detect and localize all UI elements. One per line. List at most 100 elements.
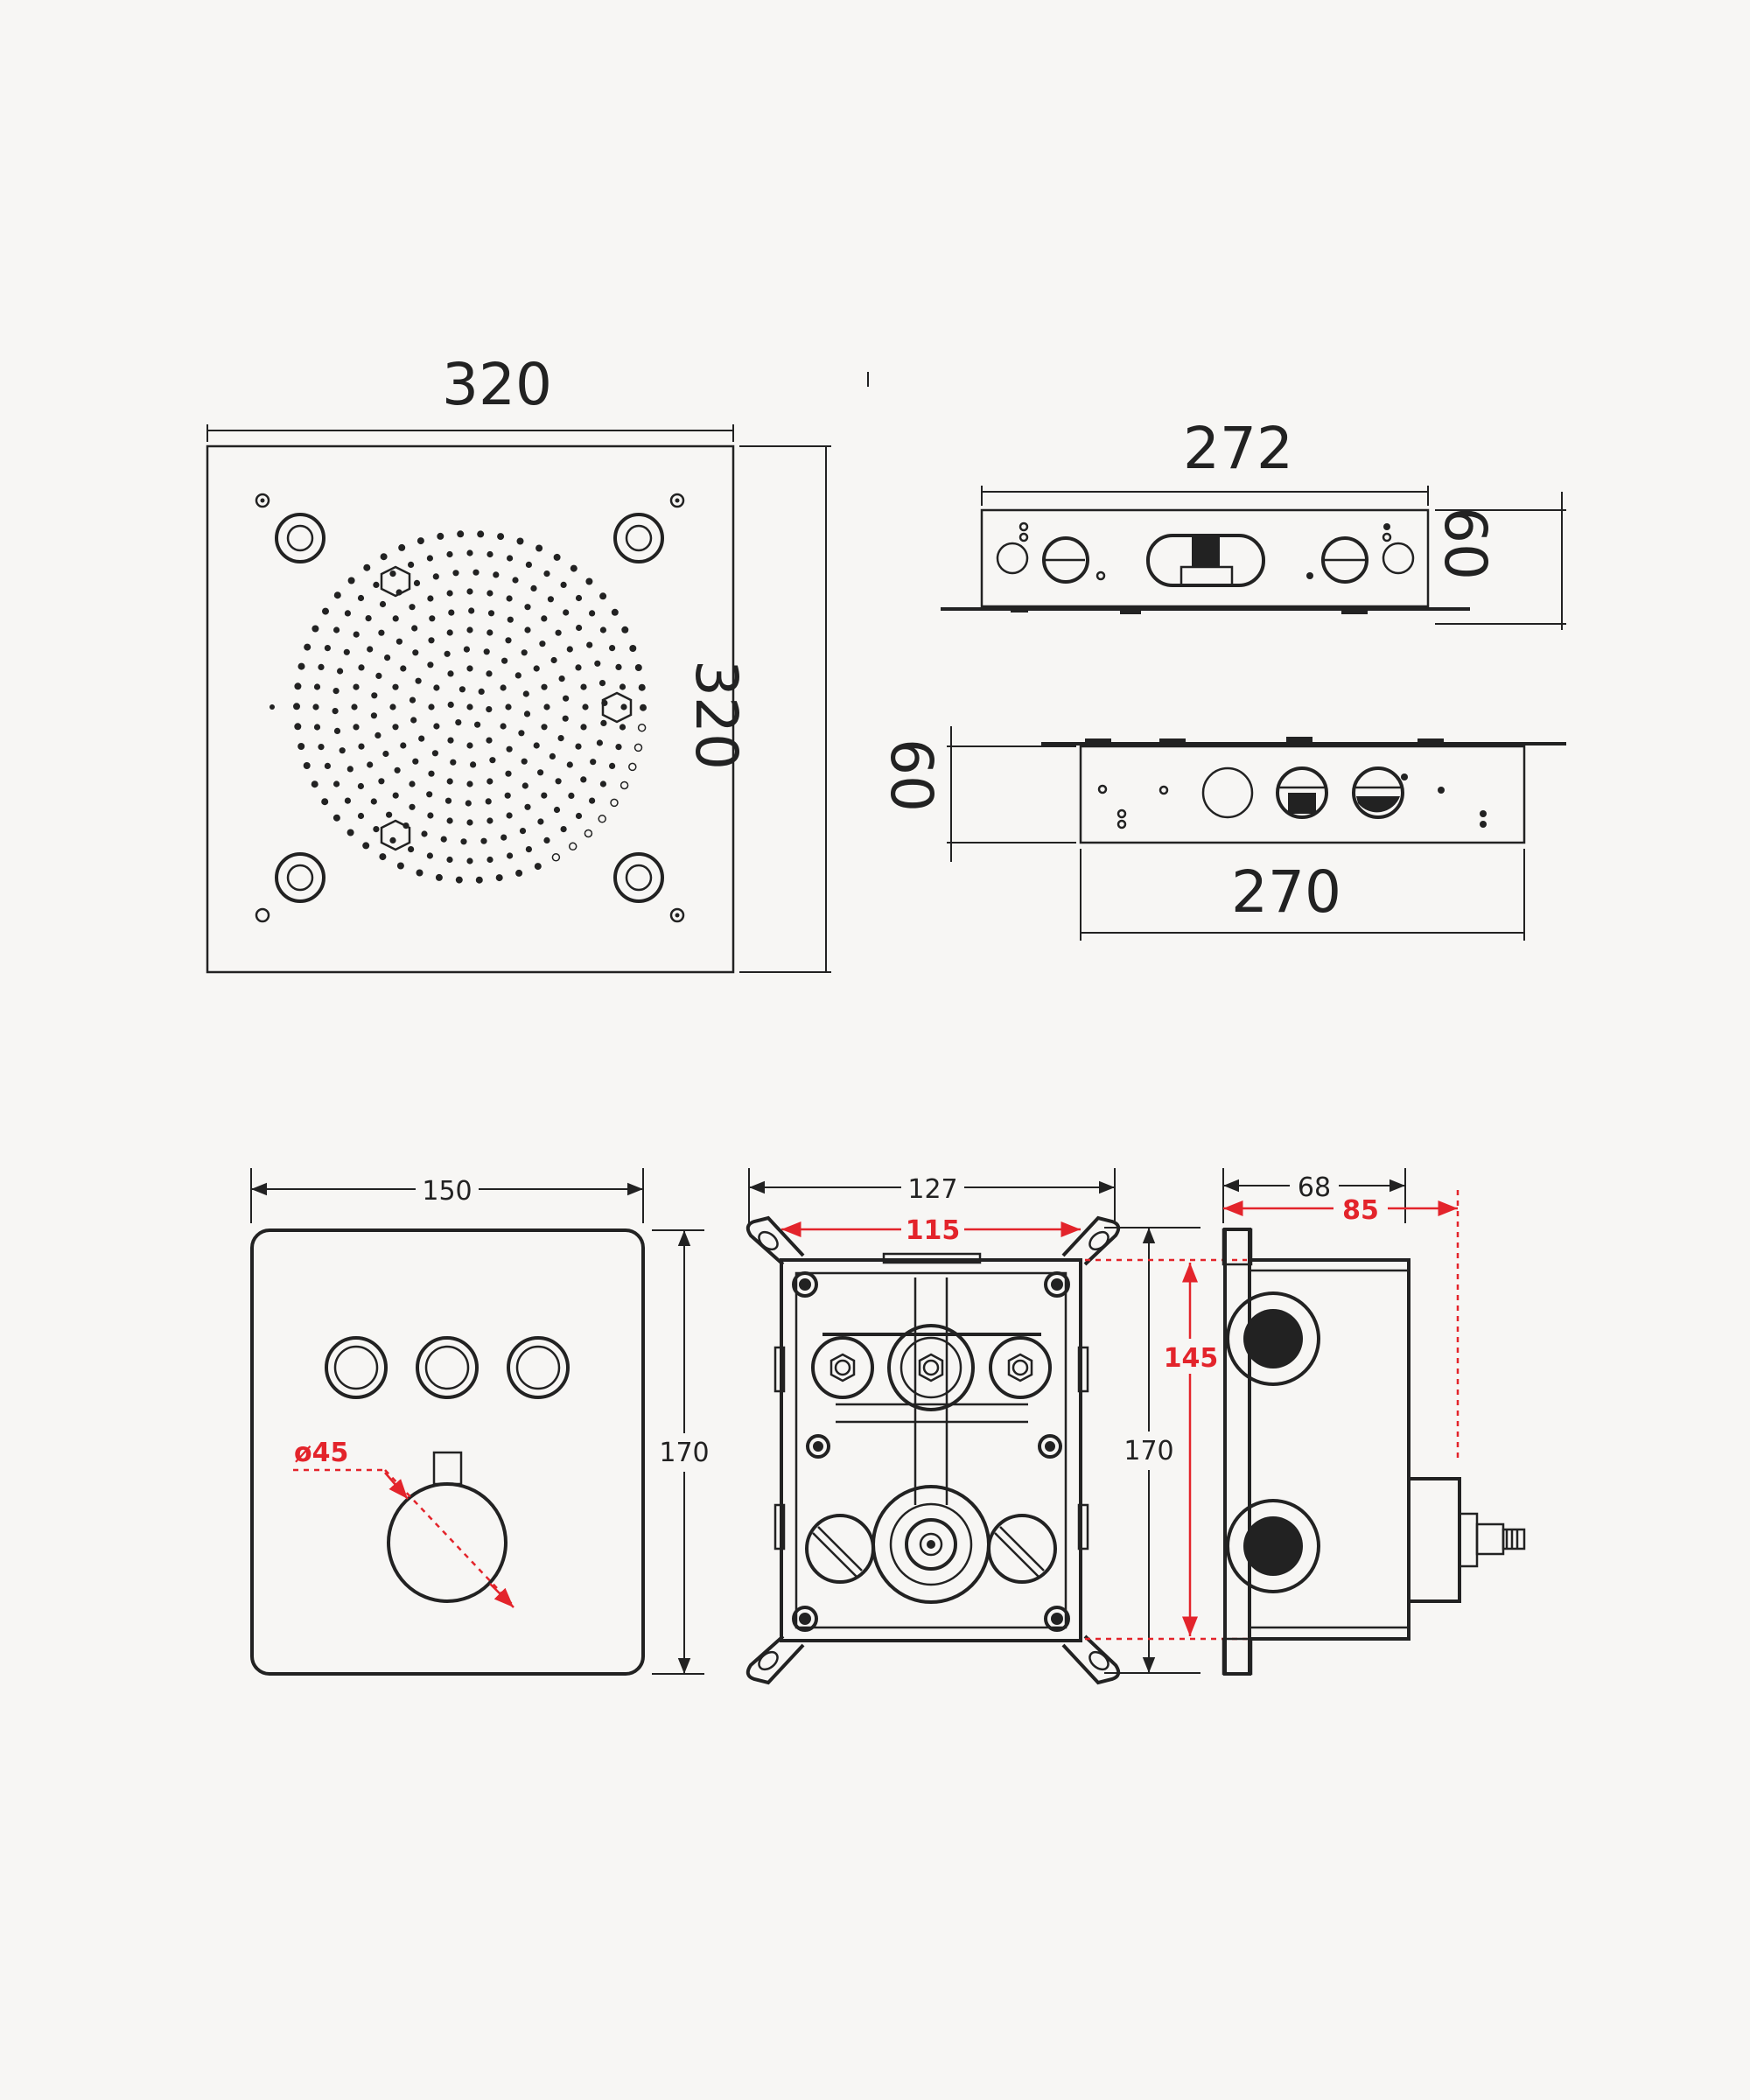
nozzle-dot: [489, 757, 496, 764]
nozzle-dot: [566, 646, 573, 653]
nozzle-dot: [486, 670, 493, 677]
nozzle-dot: [609, 762, 616, 770]
nozzle-dot: [524, 626, 531, 634]
nozzle-dot: [486, 550, 494, 558]
nozzle-dot: [536, 544, 543, 552]
nozzle-dot: [585, 578, 593, 585]
nozzle-dot: [637, 723, 647, 732]
nozzle-dot: [452, 570, 459, 577]
rear-box-bottom-view: 60 270: [878, 726, 1566, 941]
nozzle-dot: [431, 750, 438, 757]
nozzle-dot: [379, 853, 387, 861]
nozzle-dot: [312, 704, 319, 710]
nozzle-dot: [596, 739, 604, 746]
thermostat-knob: ø45: [293, 1438, 514, 1608]
nozzle-dot: [427, 812, 434, 819]
nozzle-dot: [370, 712, 377, 719]
nozzle-dot: [410, 717, 417, 724]
nozzle-dot: [621, 626, 629, 634]
nozzle-dot: [389, 836, 396, 844]
nozzle-dot: [598, 680, 606, 687]
nozzle-dot: [551, 853, 561, 862]
nozzle-dot: [486, 737, 493, 744]
nozzle-dot: [374, 732, 382, 739]
nozzle-dot: [367, 646, 374, 653]
nozzle-dot: [373, 581, 380, 589]
nozzle-dot: [426, 555, 433, 562]
nozzle-dot: [525, 561, 533, 569]
nozzle-dot: [392, 792, 399, 799]
nozzle-dot: [446, 629, 453, 636]
nozzle-dot: [466, 742, 473, 749]
nozzle-dot: [576, 624, 583, 632]
nozzle-dot: [357, 812, 365, 820]
nozzle-dot: [346, 829, 354, 836]
nozzle-dot: [357, 594, 365, 602]
nozzle-dot: [495, 874, 503, 882]
nozzle-dot: [500, 684, 507, 691]
nozzle-dot: [455, 719, 462, 726]
nozzle-dot: [584, 829, 593, 838]
nozzle-dot: [447, 701, 454, 709]
hex-fixings: [380, 565, 633, 851]
nozzle-dot: [466, 704, 473, 710]
nozzle-dot: [415, 677, 422, 684]
nozzle-dot: [485, 798, 492, 805]
nozzle-dot: [506, 595, 513, 602]
nozzle-dot: [293, 703, 300, 710]
nozzle-dot: [298, 662, 305, 670]
nozzle-dot: [416, 537, 424, 545]
nozzle-dot: [524, 604, 531, 611]
nozzle-dot: [599, 780, 607, 788]
nozzle-dot: [447, 670, 454, 677]
nozzle-dot: [537, 769, 544, 776]
nozzle-dot: [392, 615, 399, 622]
function-buttons: [325, 1336, 570, 1399]
nozzle-dot: [589, 610, 596, 617]
nozzle-dot: [432, 573, 439, 580]
nozzle-dot: [444, 650, 451, 657]
nozzle-dot: [524, 803, 531, 810]
nozzle-dot: [628, 762, 637, 772]
nozzle-dot: [324, 645, 331, 652]
nozzle-dot: [619, 683, 626, 690]
nozzle-dot: [500, 723, 507, 730]
nozzle-dot: [500, 834, 508, 841]
nozzle-dot: [463, 646, 471, 653]
nozzle-dot: [332, 688, 340, 695]
nozzle-dot: [533, 742, 540, 749]
nozzle-dot: [634, 664, 642, 671]
nozzle-dot: [543, 704, 550, 710]
nozzle-dot: [550, 656, 557, 664]
nozzle-dot: [580, 724, 587, 731]
nozzle-dot: [466, 780, 473, 788]
nozzle-dot: [505, 704, 512, 710]
knob-diameter-label: ø45: [294, 1438, 348, 1468]
nozzle-dot: [433, 684, 440, 691]
nozzle-dot: [466, 550, 473, 556]
nozzle-dot: [525, 846, 533, 853]
nozzle-dot: [303, 762, 311, 769]
mounting-ears: [746, 1215, 1121, 1685]
nozzle-dot: [640, 704, 647, 711]
nozzle-dot: [427, 595, 434, 602]
nozzle-dot: [506, 812, 513, 819]
nozzle-dot: [428, 770, 435, 777]
nozzle-dot: [400, 665, 407, 672]
nozzle-dot: [396, 638, 402, 645]
nozzle-dot: [371, 692, 378, 699]
outlet-ports: [811, 1324, 1052, 1411]
nozzle-dot: [610, 798, 619, 808]
nozzle-dot: [344, 797, 351, 804]
nozzle-dot: [466, 588, 473, 595]
nozzle-dot: [541, 792, 548, 799]
nozzle-dot: [437, 532, 444, 540]
nozzle-dot: [398, 543, 406, 551]
nozzle-dot: [429, 615, 436, 622]
control-panel-height-label: 170: [659, 1438, 709, 1468]
nozzle-dot: [389, 570, 396, 578]
nozzle-dot: [487, 610, 495, 617]
nozzle-dot: [575, 812, 583, 820]
nozzle-dot: [599, 626, 607, 634]
nozzle-dot: [541, 615, 548, 622]
